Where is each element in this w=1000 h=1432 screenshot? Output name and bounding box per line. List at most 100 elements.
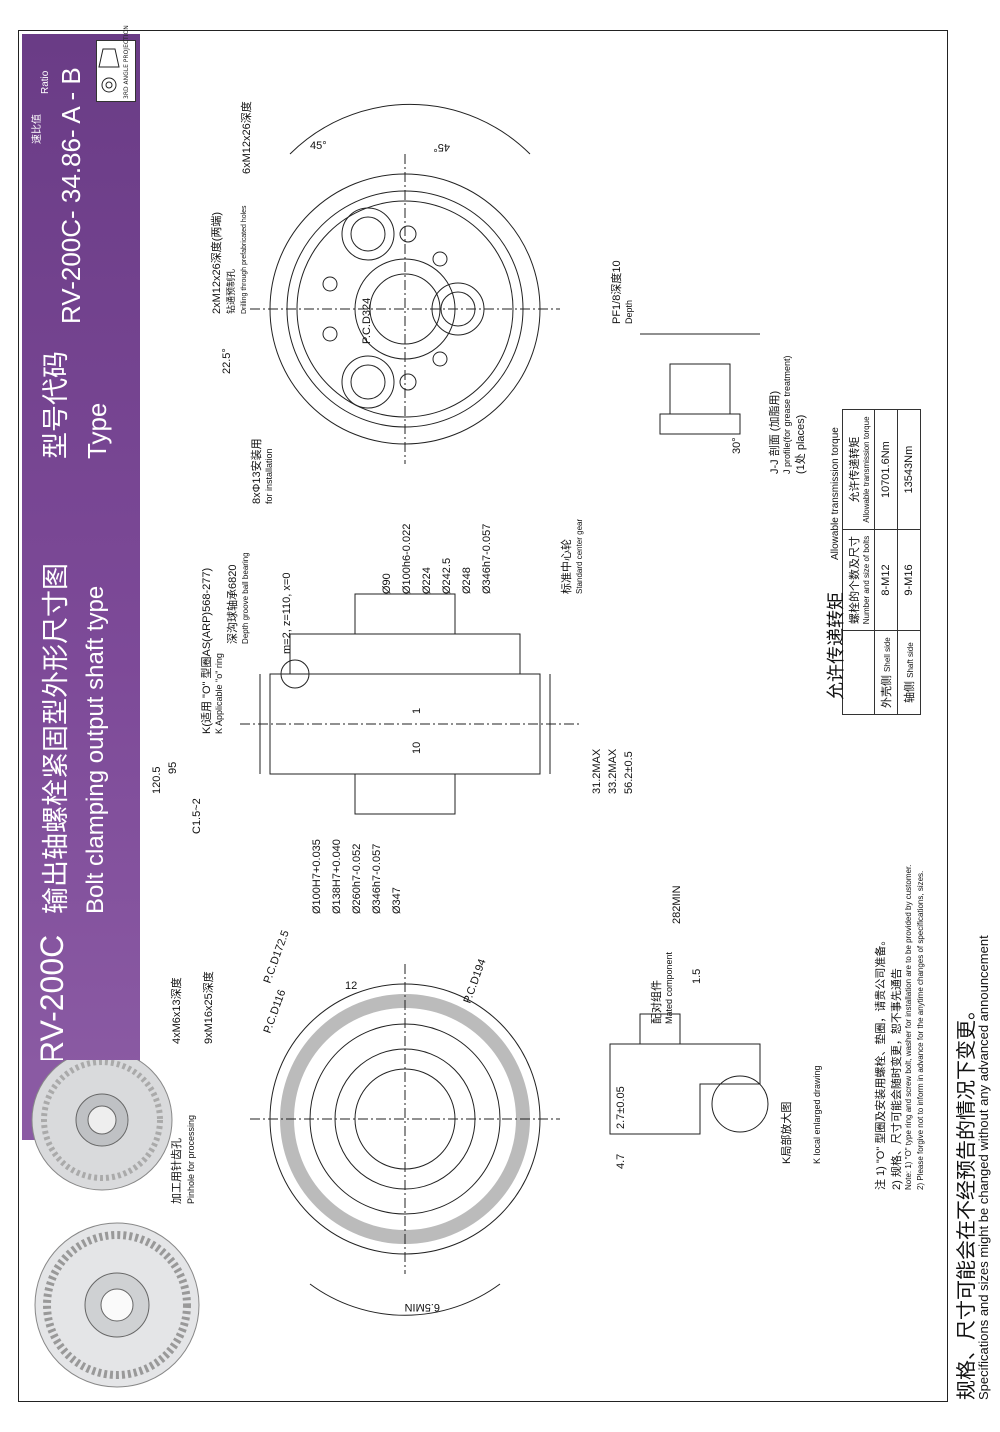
row1-side: 外壳侧 Shell side xyxy=(874,630,898,715)
pinhole-label-en: Pinhole for processing xyxy=(186,1115,196,1204)
angle-45-top: 45° xyxy=(310,140,327,152)
col1-header-cn: 螺栓的个数及尺寸 xyxy=(849,536,861,624)
note-1-en: Note: 1) "O" type ring and screw bolt, w… xyxy=(904,864,913,1190)
projection-icon xyxy=(98,48,120,93)
row1-bolts: 8-M12 xyxy=(874,529,898,631)
pcd324-label: P.C.D324 xyxy=(361,298,373,344)
technical-drawing: 加工用针齿孔 Pinhole for processing 4xM6x13深度 … xyxy=(151,101,822,1316)
dim-56-2: 56.2±0.5 xyxy=(623,751,635,794)
type-cn: 型号代码 xyxy=(41,351,71,459)
row1-torque: 10701.6Nm xyxy=(874,409,898,530)
type-code: RV-200C- 34.86- A - B xyxy=(56,67,86,324)
dimension-labels: 加工用针齿孔 Pinhole for processing 4xM6x13深度 … xyxy=(151,101,822,1313)
angle-45-top-inv: 45° xyxy=(433,141,450,153)
dim-33-2: 33.2MAX xyxy=(607,748,619,794)
dim-66: 1 xyxy=(411,708,423,714)
dim-6-5min: 2.7±0.05 xyxy=(615,1086,627,1129)
bearing-label-cn: 深沟球轴承6820 xyxy=(225,565,239,644)
dim-24: 10 xyxy=(411,742,423,754)
projection-label: 3RD ANGLE PROJECTION xyxy=(123,25,130,99)
pinhole-label-cn: 加工用针齿孔 xyxy=(169,1138,183,1204)
dim-248: Ø248 xyxy=(461,567,473,594)
torque-title-cn: 允许传递转矩 xyxy=(826,592,846,700)
title-bar: RV-200C 输出轴螺栓紧固型外形尺寸图 Bolt clamping outp… xyxy=(22,25,140,1074)
dim-260h7: Ø260h7-0.052 xyxy=(351,844,363,914)
m12-two-label: 2xM12x26深度(两端) xyxy=(209,212,223,314)
center-gear-label-en: Standard center gear xyxy=(575,519,584,594)
table-row: 轴侧 Shaft side 9-M16 13543Nm xyxy=(897,409,921,715)
angle-22-5: 22.5° xyxy=(221,348,233,374)
section-view xyxy=(240,593,580,815)
projection-symbol: 3RD ANGLE PROJECTION xyxy=(96,25,136,102)
dim-90: Ø90 xyxy=(381,573,393,594)
dim-100h7: Ø100H7+0.035 xyxy=(311,839,323,914)
model-title: RV-200C xyxy=(34,934,70,1064)
m16-label: 9xM16x25深度 xyxy=(201,971,215,1044)
one-place-label: (1处 places) xyxy=(794,415,807,474)
drill-label-en: Drilling through prefabricated holes xyxy=(241,205,248,314)
dim-95: 95 xyxy=(167,762,179,774)
title-en: Bolt clamping output shaft type xyxy=(82,585,109,914)
pf-depth-label: Depth xyxy=(624,300,634,324)
dim-12h8: 30° xyxy=(731,437,743,454)
install-label: for installation xyxy=(264,448,274,504)
bearing-label-en: Depth groove ball bearing xyxy=(241,552,250,644)
d13-label: 8xΦ13安装用 xyxy=(249,438,263,504)
dim-347: Ø347 xyxy=(391,887,403,914)
row2-torque: 13543Nm xyxy=(897,409,921,530)
dim-346h7: Ø346h7-0.057 xyxy=(371,844,383,914)
gear-photo-2 xyxy=(34,1222,200,1388)
footer-en: Specifications and sizes might be change… xyxy=(976,935,991,1400)
dim-2-7: 4.7 xyxy=(615,1154,627,1169)
note-1-cn: 注 1) "O" 型圈及安装用螺栓、垫圈，请贵公司准备。 xyxy=(875,934,887,1190)
note-2-cn: 2) 规格、尺寸可能会随时变更，恕不事先通告 xyxy=(891,968,903,1190)
drill-label-cn: 钻通预制孔 xyxy=(225,269,236,314)
dim-224: Ø224 xyxy=(421,567,433,594)
col2-header-en: Allowable transmission torque xyxy=(862,416,871,523)
pcd116-label: P.C.D116 xyxy=(262,988,289,1035)
k-local-label-cn: K局部放大图 xyxy=(779,1102,793,1164)
row2-side: 轴侧 Shaft side xyxy=(897,630,921,715)
pcd172-label: P.C.D172.5 xyxy=(262,929,292,985)
mated-label-en: Mated component xyxy=(664,951,674,1024)
oring-label-en: K Applicable "o" ring xyxy=(214,653,224,734)
mated-label-cn: 配对组件 xyxy=(649,980,663,1024)
ratio-en: Ratio xyxy=(40,70,51,94)
m12-six-label: 6xM12x26深度 xyxy=(239,101,253,174)
footer-cn: 规格、尺寸可能会在不经预告的情况下变更。 xyxy=(956,1000,978,1400)
torque-table-wrapper: 螺栓的个数及尺寸 Number and size of bolts 允许传递转矩… xyxy=(842,235,992,715)
drawing-frame xyxy=(18,30,948,1402)
col1-header-en: Number and size of bolts xyxy=(862,535,871,625)
jj-label-cn: J-J 剖面 (加脂用) xyxy=(767,391,781,474)
dim-303: 282MIN xyxy=(671,885,683,924)
ratio-cn: 速比值 xyxy=(32,114,43,144)
torque-title-en: Allowable transmission torque xyxy=(830,427,841,560)
dim-242-5: Ø242.5 xyxy=(441,558,453,594)
product-photos xyxy=(22,1060,200,1388)
type-en: Type xyxy=(82,402,112,459)
table-row: 外壳侧 Shell side 8-M12 10701.6Nm xyxy=(874,409,898,715)
gear-photo-1 xyxy=(31,1060,173,1191)
dim-120-5: 120.5 xyxy=(151,766,163,794)
title-cn: 输出轴螺栓紧固型外形尺寸图 xyxy=(41,563,71,914)
k-detail xyxy=(609,1013,769,1135)
center-gear-label-cn: 标准中心轮 xyxy=(559,539,573,594)
shaft-end-view xyxy=(250,964,560,1316)
torque-table: 螺栓的个数及尺寸 Number and size of bolts 允许传递转矩… xyxy=(842,409,921,715)
oring-label-cn: K(适用 "O" 型圈AS(ARP)568-277) xyxy=(199,568,213,734)
dim-346h7-top: Ø346h7-0.057 xyxy=(481,524,493,594)
dim-138h7: Ø138H7+0.040 xyxy=(331,839,343,914)
k-local-label-en: K local enlarged drawing xyxy=(812,1065,822,1164)
jj-label-en: J profile(for grease treatment) xyxy=(782,355,792,474)
col2-header-cn: 允许传递转矩 xyxy=(849,436,861,503)
m6-label: 4xM6x13深度 xyxy=(169,977,183,1044)
dim-100h6: Ø100h6-0.022 xyxy=(401,524,413,594)
shell-end-view xyxy=(250,103,560,464)
col2-header: 允许传递转矩 Allowable transmission torque xyxy=(842,409,875,530)
jj-section xyxy=(640,333,760,435)
angle-120: 6.5MIN xyxy=(404,1301,440,1313)
pf-label: PF1/8深度10 xyxy=(609,260,623,324)
row2-bolts: 9-M16 xyxy=(897,529,921,631)
dim-31-2: 31.2MAX xyxy=(591,748,603,794)
pcd194-label: P.C.D194 xyxy=(462,957,489,1005)
